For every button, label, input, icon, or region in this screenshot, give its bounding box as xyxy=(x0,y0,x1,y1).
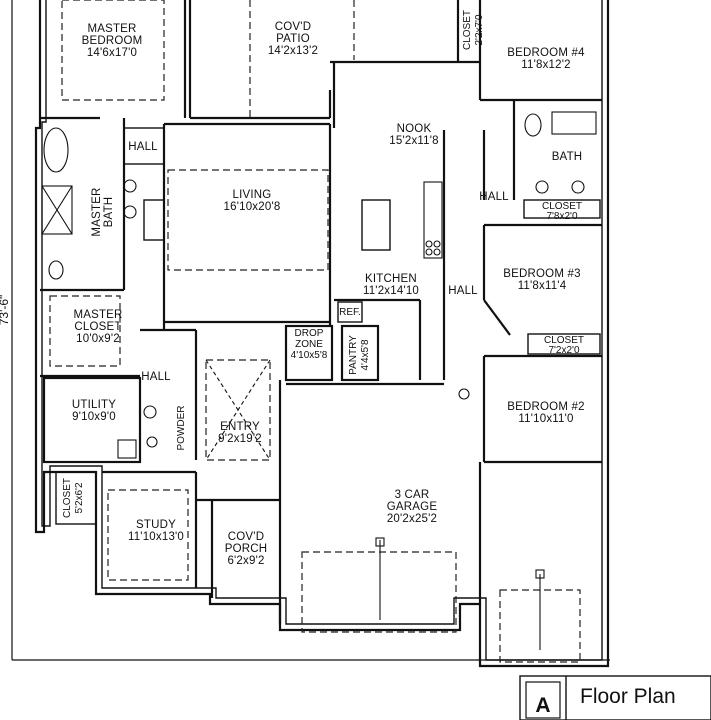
hall-utility-label: HALL xyxy=(141,371,171,383)
drop-zone-size: 4'10x5'8 xyxy=(291,350,328,361)
master-closet-room: MASTER CLOSET 10'0x9'2 xyxy=(40,295,140,378)
hall-utility: HALL xyxy=(140,328,198,460)
hall-mid-label: HALL xyxy=(448,285,478,297)
entry-name: ENTRY xyxy=(220,421,260,433)
powder-room: POWDER xyxy=(176,406,187,451)
covd-porch-size: 6'2x9'2 xyxy=(227,555,264,567)
title-block: A Floor Plan xyxy=(519,675,711,720)
closet-bed4-name: CLOSET xyxy=(542,201,582,212)
covd-porch-name2: PORCH xyxy=(225,543,268,555)
study-name: STUDY xyxy=(136,519,176,531)
closet-study: CLOSET 5'2x6'2 xyxy=(55,471,97,525)
bedroom-2-size: 11'10x11'0 xyxy=(518,413,573,425)
garage-room: 3 CAR GARAGE 20'2x25'2 xyxy=(286,382,581,663)
ref-label: REF. xyxy=(339,307,361,318)
master-bath-name: MASTER xyxy=(91,187,103,236)
study-room: STUDY 11'10x13'0 xyxy=(102,470,198,588)
closet-top-name: CLOSET xyxy=(462,10,473,50)
drop-zone-room: DROP ZONE 4'10x5'8 xyxy=(284,324,334,382)
closet-study-name: CLOSET xyxy=(62,478,73,518)
covd-patio-room: COV'D PATIO 14'2x13'2 xyxy=(188,0,355,120)
hall-master: HALL xyxy=(123,127,165,165)
master-closet-name2: CLOSET xyxy=(74,321,121,333)
bedroom-3-room: BEDROOM #3 11'8x11'4 xyxy=(482,223,602,336)
powder-label: POWDER xyxy=(176,406,187,451)
overall-dimension-label: 73'-6" xyxy=(0,295,11,326)
drop-zone-name: DROP xyxy=(295,328,324,339)
utility-room: UTILITY 9'10x9'0 xyxy=(42,376,158,464)
floor-plan-title: Floor Plan xyxy=(580,685,676,708)
bath-room: BATH xyxy=(512,100,597,200)
nook-size: 15'2x11'8 xyxy=(389,135,438,147)
nook-room: NOOK 15'2x11'8 xyxy=(332,62,446,380)
living-size: 16'10x20'8 xyxy=(224,201,281,213)
bedroom-4-name: BEDROOM #4 xyxy=(507,47,585,59)
pantry-name: PANTRY xyxy=(348,335,359,375)
master-bedroom-name: MASTER xyxy=(87,23,136,35)
master-bedroom-name2: BEDROOM xyxy=(82,35,143,47)
closet-bed3: CLOSET 7'2x2'0 xyxy=(527,333,601,356)
hall-mid: HALL xyxy=(448,285,478,297)
garage-name: 3 CAR xyxy=(395,489,430,501)
closet-bed4-size: 7'8x2'0 xyxy=(546,211,578,222)
drop-zone-name2: ZONE xyxy=(295,339,323,350)
covd-porch-name: COV'D xyxy=(228,531,264,543)
exterior-walls xyxy=(34,0,610,668)
master-bedroom-size: 14'6x17'0 xyxy=(87,47,137,59)
nook-name: NOOK xyxy=(397,123,432,135)
master-closet-name: MASTER xyxy=(73,309,122,321)
hall-right-label: HALL xyxy=(479,191,509,203)
logo-letter: A xyxy=(535,694,550,717)
covd-patio-name: COV'D xyxy=(275,21,311,33)
kitchen-room: REF. KITCHEN 11'2x14'10 xyxy=(334,181,443,380)
master-bath-name2: BATH xyxy=(103,197,115,228)
closet-study-size: 5'2x6'2 xyxy=(74,482,85,514)
hall-right: HALL CLOSET 7'8x2'0 xyxy=(479,130,601,222)
kitchen-size: 11'2x14'10 xyxy=(363,285,419,297)
master-bedroom-room: MASTER BEDROOM 14'6x17'0 xyxy=(40,0,187,120)
garage-size: 20'2x25'2 xyxy=(387,513,437,525)
covd-patio-name2: PATIO xyxy=(276,33,310,45)
pantry-size: 4'4x5'8 xyxy=(360,339,371,371)
entry-room: ENTRY 9'2x19'2 xyxy=(196,359,280,502)
closet-top-size: 2'2x7'0 xyxy=(474,14,485,46)
closet-bed3-name: CLOSET xyxy=(544,335,584,346)
hall-master-label: HALL xyxy=(128,141,158,153)
covd-porch-room: COV'D PORCH 6'2x9'2 xyxy=(210,380,282,624)
entry-size: 9'2x19'2 xyxy=(218,433,262,445)
master-closet-size: 10'0x9'2 xyxy=(76,333,120,345)
covd-patio-size: 14'2x13'2 xyxy=(268,45,318,57)
utility-size: 9'10x9'0 xyxy=(72,411,116,423)
bedroom-2-name: BEDROOM #2 xyxy=(507,401,584,413)
bedroom-4-room: CLOSET 2'2x7'0 BEDROOM #4 11'8x12'2 xyxy=(330,0,602,102)
bath-label: BATH xyxy=(552,151,583,163)
living-name: LIVING xyxy=(233,189,272,201)
study-size: 11'10x13'0 xyxy=(128,531,184,543)
living-room: LIVING 16'10x20'8 xyxy=(143,122,332,330)
bedroom-3-name: BEDROOM #3 xyxy=(503,268,580,280)
master-bath-room: MASTER BATH xyxy=(40,118,137,292)
kitchen-name: KITCHEN xyxy=(365,273,417,285)
garage-name2: GARAGE xyxy=(387,501,438,513)
utility-name: UTILITY xyxy=(72,399,116,411)
bedroom-3-size: 11'8x11'4 xyxy=(518,280,567,292)
bedroom-2-room: BEDROOM #2 11'10x11'0 xyxy=(458,354,602,464)
closet-bed3-size: 7'2x2'0 xyxy=(548,345,580,356)
pantry-room: PANTRY 4'4x5'8 xyxy=(340,324,380,382)
bedroom-4-size: 11'8x12'2 xyxy=(521,59,570,71)
